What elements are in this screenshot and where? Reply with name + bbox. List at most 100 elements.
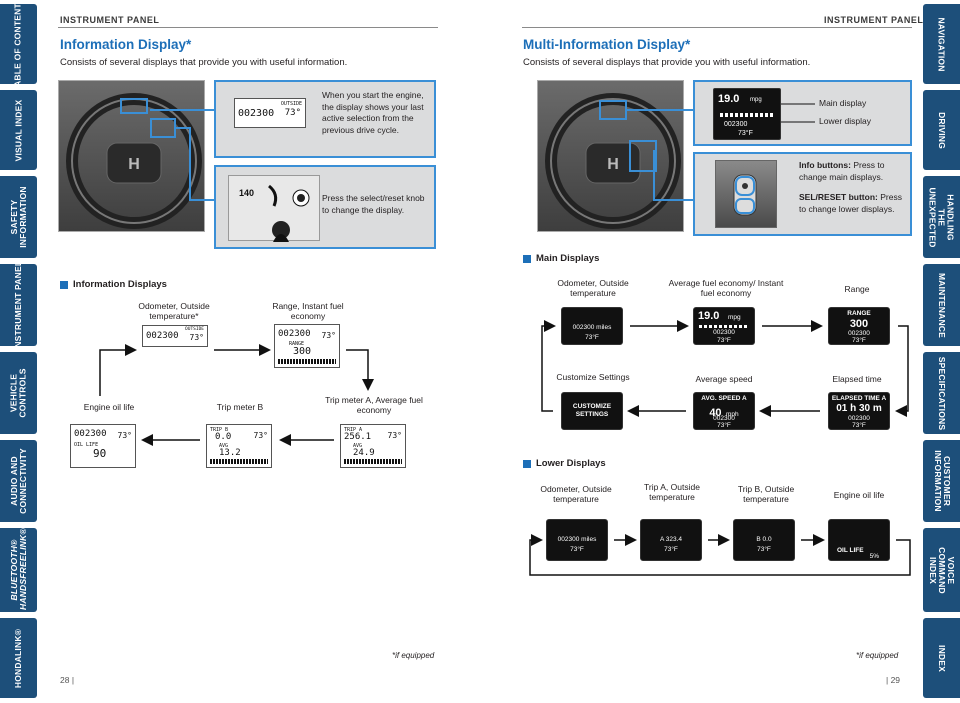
information-displays-heading: Information Displays	[60, 279, 167, 290]
tab-table-of-contents[interactable]: TABLE OF CONTENTS	[0, 0, 37, 91]
mid-odo: 002300	[724, 121, 748, 128]
main-lcd-customize: CUSTOMIZE SETTINGS	[561, 392, 623, 430]
avg-speed-value: 40	[709, 407, 722, 419]
lower-displays-heading: Lower Displays	[523, 458, 606, 469]
right-page-header: INSTRUMENT PANEL	[824, 15, 924, 25]
info-buttons-text: Info buttons: Press to change main displ…	[799, 160, 911, 183]
lcd-temp-value: 73°	[189, 333, 204, 342]
heading-bullet	[60, 280, 68, 289]
tab-visual-index[interactable]: VISUAL INDEX	[0, 90, 37, 170]
label-lower-odometer: Odometer, Outside temperature	[540, 484, 612, 504]
lower-lcd-odometer: 002300 miles 73°F	[546, 519, 608, 561]
lcd-fuel-bar	[210, 459, 268, 464]
mid-mpg-value: 19.0	[718, 93, 740, 105]
lcd-trip-b-temp: 73°	[253, 431, 268, 440]
main-lcd-elapsed-odo: 002300	[848, 415, 870, 422]
sel-reset-text: SEL/RESET button: Press to change lower …	[799, 192, 911, 215]
lcd-fuel-bar	[344, 459, 402, 464]
mid-steering-photo: H	[537, 80, 684, 232]
main-lcd-avg-speed-line: 40 mph	[694, 403, 754, 421]
label-main-odometer: Odometer, Outside temperature	[557, 278, 629, 298]
tab-driving[interactable]: DRIVING	[923, 90, 960, 170]
main-lcd-temp: 73°F	[585, 334, 599, 341]
mid-callout-lines	[781, 103, 815, 123]
main-lcd-elapsed-title: ELAPSED TIME A	[831, 395, 887, 402]
lcd-oil-life: 002300 73° OIL LIFE 90	[70, 424, 136, 468]
tab-maintenance[interactable]: MAINTENANCE	[923, 264, 960, 346]
tab-vehicle-controls[interactable]: VEHICLE CONTROLS	[0, 352, 37, 434]
main-flow	[541, 320, 909, 417]
info-buttons-desc: Press to change main displays.	[799, 160, 885, 182]
tab-hondalink[interactable]: HONDALINK®	[0, 618, 37, 698]
tab-specifications[interactable]: SPECIFICATIONS	[923, 352, 960, 434]
tab-audio-connectivity[interactable]: AUDIO AND CONNECTIVITY	[0, 440, 37, 522]
main-lcd-mpg-bar	[699, 325, 749, 328]
lcd-trip-a-temp: 73°	[387, 431, 402, 440]
lower-lcd-trip-a-value: A 323.4	[659, 536, 683, 543]
lower-lcd-trip-a-temp: 73°F	[664, 546, 678, 553]
lower-flow	[529, 534, 911, 576]
mid-temp: 73°F	[738, 130, 753, 137]
lcd-odo-value: 002300	[146, 331, 179, 341]
label-range: Range, Instant fuel economy	[272, 301, 344, 321]
tab-index[interactable]: INDEX	[923, 618, 960, 698]
svg-text:H: H	[128, 156, 140, 173]
main-lcd-mpg-unit: mpg	[728, 314, 741, 321]
lcd-range-label: RANGE	[289, 341, 305, 347]
buttons-svg	[733, 174, 757, 216]
right-page-number: | 29	[886, 675, 901, 685]
lcd-range-instant: 002300 73° RANGE 300	[274, 324, 340, 368]
main-lcd-range-temp: 73°F	[852, 337, 866, 344]
lower-lcd-trip-b-value: B 0.0	[756, 536, 772, 543]
lower-lcd-temp: 73°F	[570, 546, 584, 553]
lcd-temp: 73°	[284, 108, 301, 118]
lcd-odometer-outside: 002300 OUTSIDE 73°	[142, 325, 208, 347]
main-lcd-avg-speed-title: AVG. SPEED A	[701, 395, 747, 402]
main-lcd-elapsed: ELAPSED TIME A 01 h 30 m 002300 73°F	[828, 392, 890, 430]
heading-bullet	[523, 459, 531, 468]
label-odometer: Odometer, Outside temperature*	[138, 301, 210, 321]
callout-knob-text: Press the select/reset knob to change th…	[322, 193, 425, 215]
mid-mpg-unit: mpg	[750, 97, 762, 103]
tab-instrument-panel[interactable]: INSTRUMENT PANEL	[0, 260, 37, 350]
right-section-title: Multi-Information Display*	[523, 37, 691, 52]
left-page-header: INSTRUMENT PANEL	[60, 15, 160, 25]
tab-voice-command-index[interactable]: VOICE COMMAND INDEX	[923, 528, 960, 612]
lower-odo-units: miles	[581, 536, 597, 543]
main-lcd-odo-value: 002300 miles	[562, 324, 622, 331]
lcd-outside: OUTSIDE	[185, 327, 204, 332]
heading-text: Information Displays	[73, 279, 167, 290]
callout-start-text: When you start the engine, the display s…	[322, 90, 424, 135]
label-oil: Engine oil life	[83, 402, 135, 412]
lower-lcd-odo: 002300 miles	[547, 536, 607, 543]
tab-safety-information[interactable]: SAFETY INFORMATION	[0, 176, 37, 258]
label-trip-a: Trip meter A, Average fuel economy	[325, 395, 423, 415]
lcd-trip-b: TRIP B 0.0 73° AVG 13.2	[206, 424, 272, 468]
tab-customer-information[interactable]: CUSTOMER INFORMATION	[923, 440, 960, 522]
lcd-oil-temp: 73°	[117, 431, 132, 440]
main-lcd-speed-temp: 73°F	[717, 422, 731, 429]
tab-navigation[interactable]: NAVIGATION	[923, 4, 960, 84]
label-main-avg-speed: Average speed	[695, 374, 753, 384]
left-header-rule	[58, 27, 438, 28]
label-main-range: Range	[844, 284, 870, 294]
tab-handling-unexpected[interactable]: HANDLING THE UNEXPECTED	[923, 176, 960, 258]
left-page-number-value: 28	[60, 675, 70, 685]
info-buttons-label: Info buttons:	[799, 160, 851, 170]
lower-display-label: Lower display	[819, 116, 871, 126]
main-lcd-mpg-value: 19.0	[698, 310, 720, 322]
left-callout-connectors	[150, 109, 214, 201]
sel-reset-label: SEL/RESET button:	[799, 192, 878, 202]
lcd-odometer: 002300	[238, 108, 275, 119]
lcd-range-value: 300	[293, 346, 312, 357]
lower-lcd-trip-a: A 323.4 73°F	[640, 519, 702, 561]
right-section-description: Consists of several displays that provid…	[523, 57, 811, 68]
tab-bluetooth[interactable]: BLUETOOTH® HANDSFREELINK®	[0, 528, 37, 612]
lcd-oil-value: 90	[93, 447, 107, 460]
heading-text: Lower Displays	[536, 458, 606, 469]
left-section-description: Consists of several displays that provid…	[60, 57, 348, 68]
lcd-range-temp: 73°	[321, 331, 336, 340]
main-lcd-range-title: RANGE	[847, 310, 871, 317]
mid-display-thumbnail: 19.0 mpg 002300 73°F	[713, 88, 781, 140]
lcd-avg-label: AVG	[353, 443, 363, 449]
